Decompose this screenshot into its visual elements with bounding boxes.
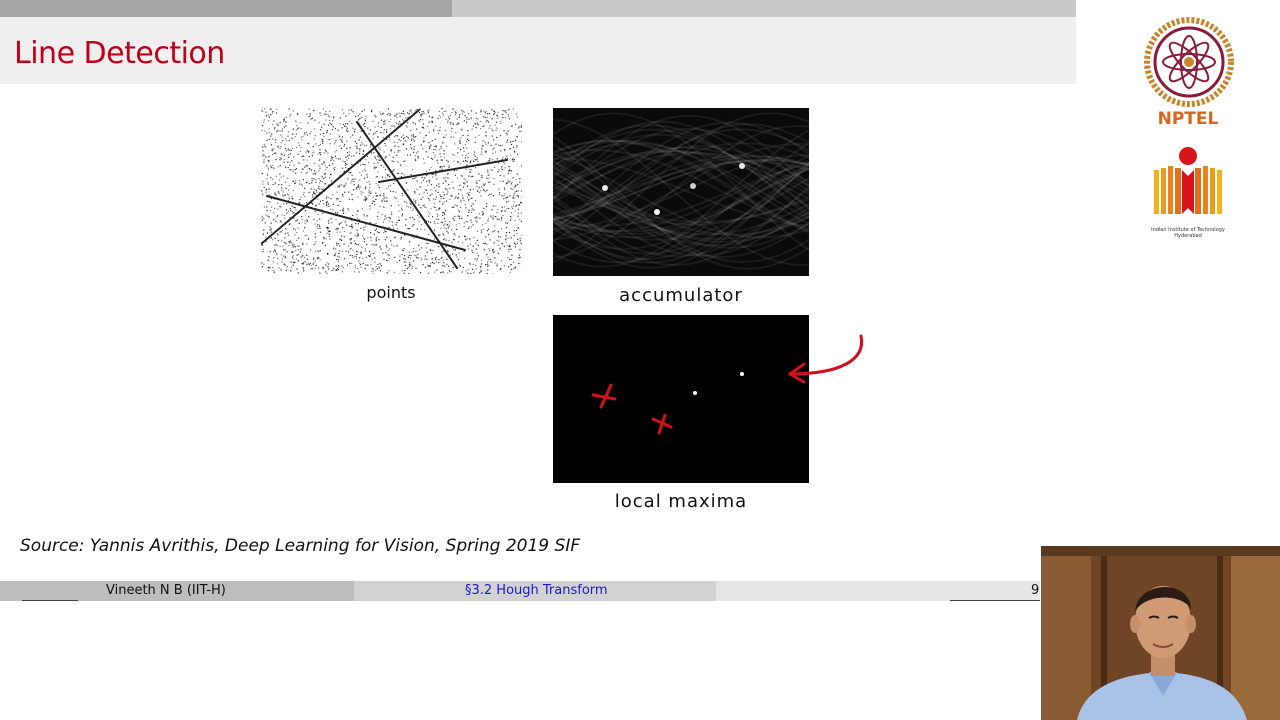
- iith-label: Indian Institute of Technology Hyderabad: [1151, 227, 1225, 239]
- annotation-arrow: [788, 334, 864, 384]
- title-bar: [0, 17, 1076, 84]
- annotation-cross: [591, 383, 617, 409]
- local-maxima-caption: local maxima: [614, 491, 748, 512]
- progress-strip: [0, 0, 1076, 17]
- slide-footer: Vineeth N B (IIT-H) §3.2 Hough Transform…: [0, 581, 1040, 601]
- presenter-video: [1041, 546, 1280, 720]
- progress-fill: [0, 0, 452, 17]
- source-citation: Source: Yannis Avrithis, Deep Learning f…: [20, 536, 581, 556]
- accumulator-image: [553, 108, 809, 276]
- iith-logo: [1152, 146, 1224, 220]
- maximum-point: [693, 391, 697, 395]
- accumulator-caption: accumulator: [619, 285, 743, 306]
- footer-page-number: 9: [1031, 583, 1040, 598]
- points-image: [261, 108, 522, 274]
- nptel-logo: [1143, 16, 1235, 108]
- footer-author: Vineeth N B (IIT-H): [106, 583, 226, 598]
- maximum-point: [740, 372, 744, 376]
- annotation-cross: [651, 413, 673, 435]
- footer-section-link[interactable]: §3.2 Hough Transform: [465, 583, 608, 598]
- local-maxima-image: [553, 315, 809, 483]
- points-caption: points: [366, 283, 416, 302]
- nptel-label: NPTEL: [1157, 109, 1219, 129]
- slide-title: Line Detection: [14, 36, 225, 71]
